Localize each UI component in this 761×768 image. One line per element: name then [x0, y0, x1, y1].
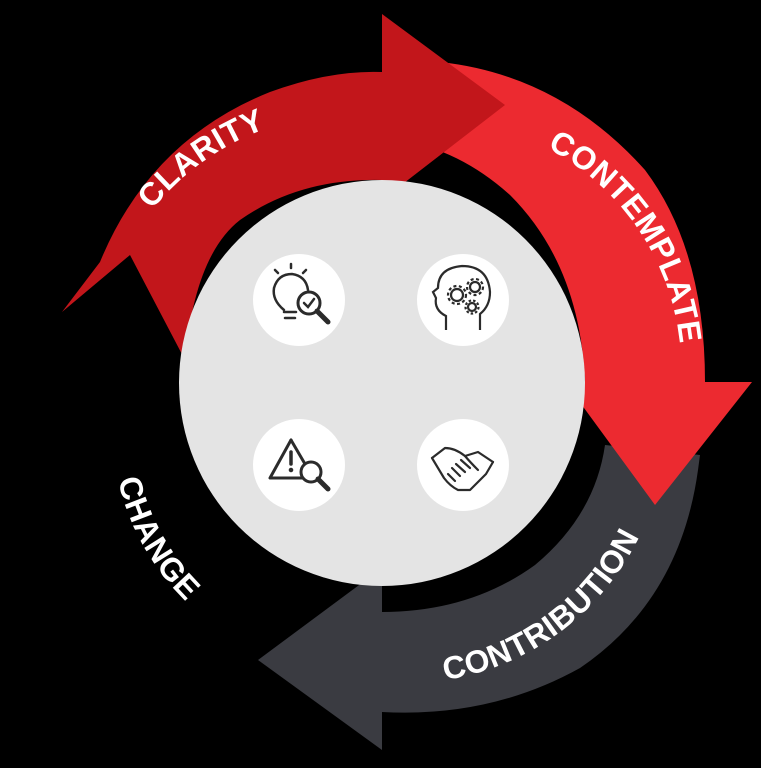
icon-tile-3 — [253, 419, 345, 511]
icon-tile-2 — [417, 254, 509, 346]
icon-tile-1 — [253, 254, 345, 346]
center-disc — [179, 180, 585, 586]
handshake-icon — [430, 446, 495, 492]
clarity-arrow — [62, 14, 505, 360]
lightbulb-magnifier-check-icon — [272, 262, 331, 325]
change-arrow — [55, 262, 320, 700]
warning-magnifier-icon — [268, 438, 331, 492]
head-gears-icon — [431, 264, 492, 330]
contribution-arrow — [258, 445, 700, 750]
icon-tile-4 — [417, 419, 509, 511]
contemplate-arrow — [400, 62, 752, 505]
